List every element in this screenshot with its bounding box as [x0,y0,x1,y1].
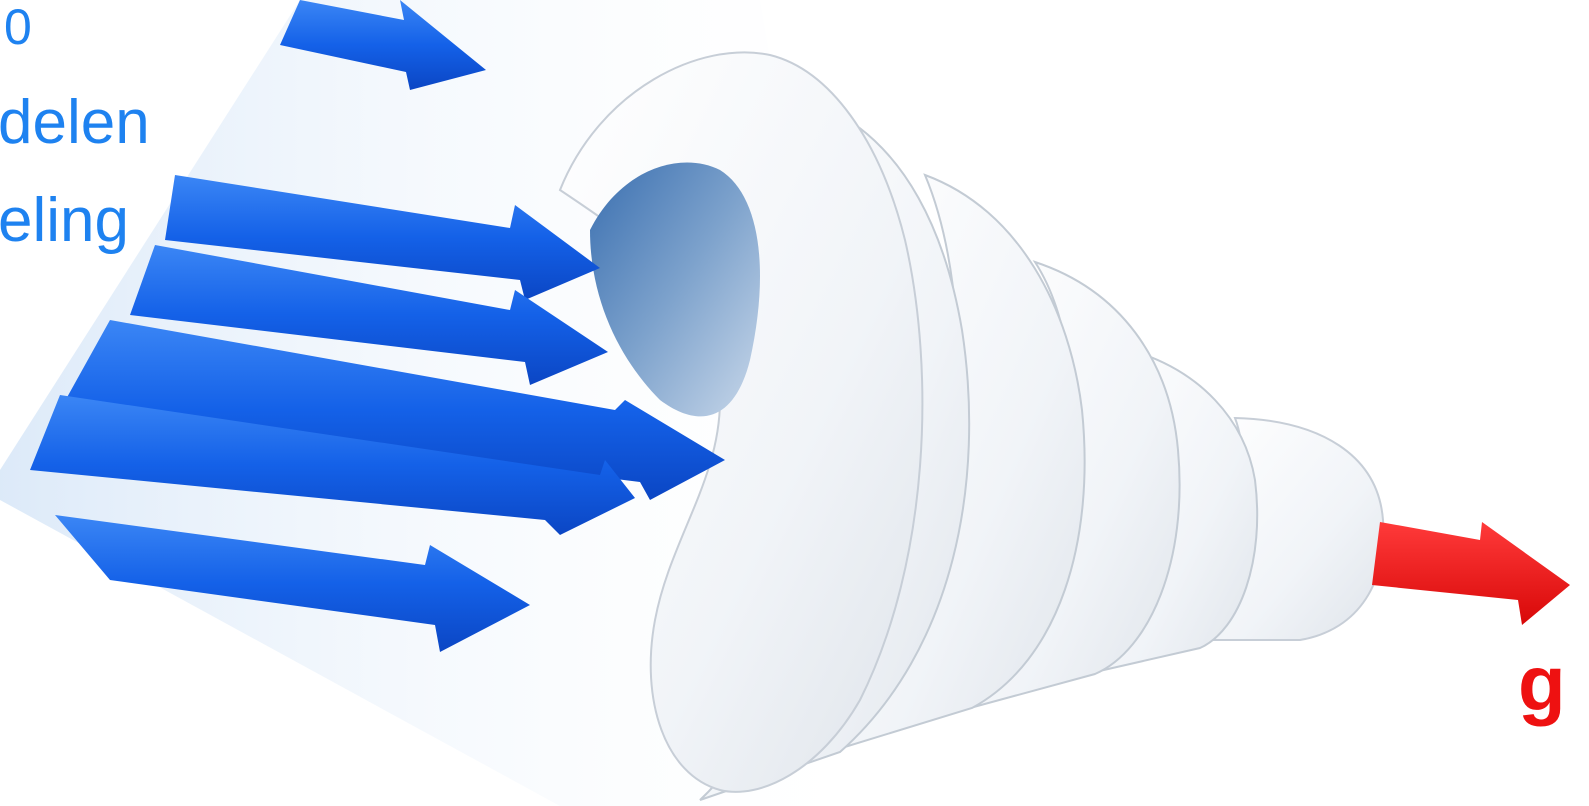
input-label-line-3: eling [0,190,129,252]
input-label-line-2: delen [0,92,150,154]
input-label-line-1: 0 [4,2,32,52]
arrow-right-icon [1372,522,1570,625]
output-label: g [1518,644,1566,722]
